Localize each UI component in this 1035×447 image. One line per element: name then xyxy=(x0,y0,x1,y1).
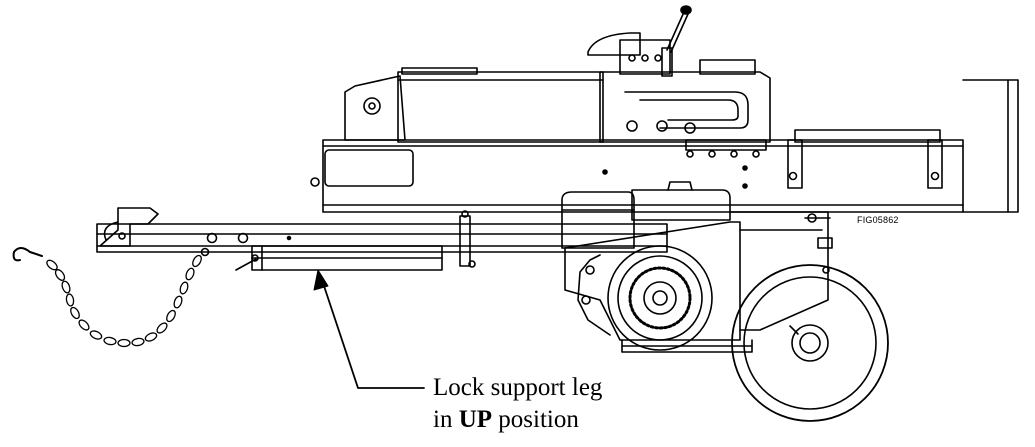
control-handle xyxy=(666,5,692,53)
callout-prefix: in xyxy=(433,406,453,433)
callout-emphasis: UP xyxy=(458,406,493,433)
hitch-coupler xyxy=(99,207,159,247)
wheel xyxy=(731,264,889,422)
control-valve xyxy=(587,32,673,77)
callout-leader-arrow xyxy=(313,269,425,389)
callout-line-2: in UP position xyxy=(433,404,602,436)
main-beam xyxy=(322,79,1019,213)
callout-suffix: position xyxy=(498,406,579,433)
safety-chain xyxy=(12,247,202,348)
support-leg xyxy=(200,245,443,271)
engine xyxy=(561,181,753,353)
figure-id: FIG05862 xyxy=(857,215,899,225)
callout-label: Lock support leg in UP position xyxy=(433,372,602,436)
callout-line-1: Lock support leg xyxy=(433,374,603,401)
hydraulic-cylinder xyxy=(344,59,771,143)
reservoir-panel xyxy=(310,149,414,187)
